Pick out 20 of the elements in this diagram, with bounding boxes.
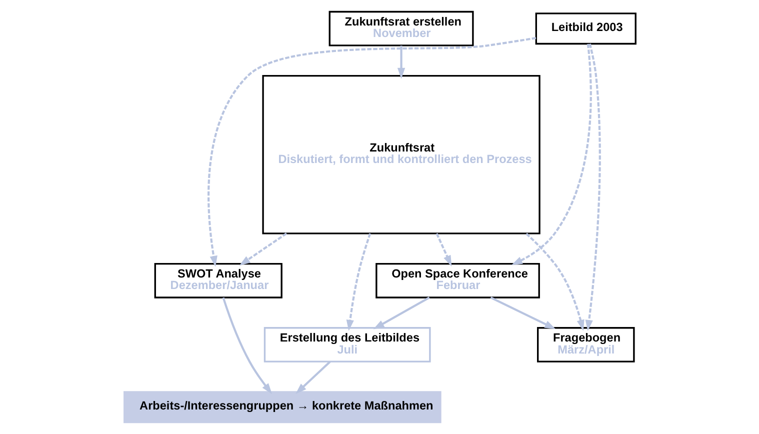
arrow [207, 36, 536, 267]
arrow [295, 361, 330, 394]
arrow [490, 296, 556, 330]
node-box: Open Space Konference Februar [375, 262, 540, 298]
arrow [372, 296, 430, 330]
node-box: Erstellung des Leitbildes Juli [263, 327, 430, 362]
node-box: Leitbild 2003 [534, 12, 636, 45]
node-box: Zukunftsrat erstellen November [328, 10, 474, 46]
node-box: Fragebogen März/April [536, 327, 634, 362]
node-box: SWOT Analyse Dezember/Januar [154, 262, 282, 298]
arrow [346, 233, 371, 331]
arrow [396, 46, 405, 79]
arrow [435, 233, 452, 266]
arrow [238, 232, 287, 266]
arrow [510, 44, 592, 266]
arrow [584, 44, 600, 331]
node-box: Arbeits-/Interessengruppen → konkrete Maßnahmen [123, 391, 441, 424]
arrow [222, 297, 272, 394]
node-box: Zukunftsrat Diskutiert, formt und kontrolliert den Prozess [262, 74, 540, 234]
arrow [525, 232, 584, 331]
